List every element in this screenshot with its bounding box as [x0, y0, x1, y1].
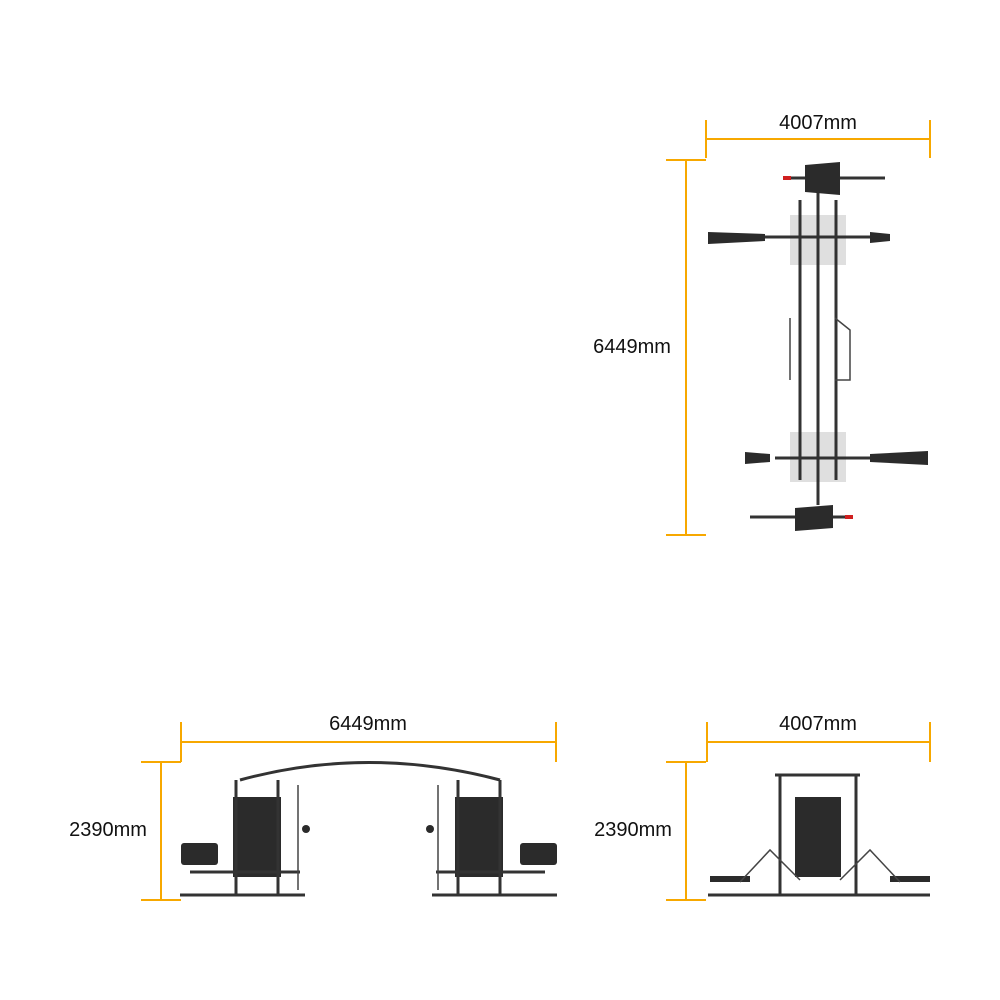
machine-side-view — [180, 761, 557, 897]
front-view: 4007mm 2390mm — [594, 713, 931, 901]
front-height-dimension: 2390mm — [594, 761, 706, 901]
top-length-label: 6449mm — [593, 336, 671, 358]
side-length-dimension: 6449mm — [180, 713, 557, 762]
side-view: 6449mm 2390mm — [69, 713, 557, 901]
front-height-label: 2390mm — [594, 819, 672, 841]
top-width-dimension: 4007mm — [705, 112, 931, 158]
side-length-label: 6449mm — [329, 713, 407, 735]
front-width-label: 4007mm — [779, 713, 857, 735]
side-height-label: 2390mm — [69, 819, 147, 841]
top-width-label: 4007mm — [779, 112, 857, 134]
machine-top-view — [708, 162, 928, 531]
top-view: 4007mm 6449mm — [593, 112, 931, 536]
side-height-dimension: 2390mm — [69, 761, 181, 901]
front-width-dimension: 4007mm — [706, 713, 931, 762]
machine-front-view — [708, 773, 930, 897]
top-length-dimension: 6449mm — [593, 159, 706, 536]
